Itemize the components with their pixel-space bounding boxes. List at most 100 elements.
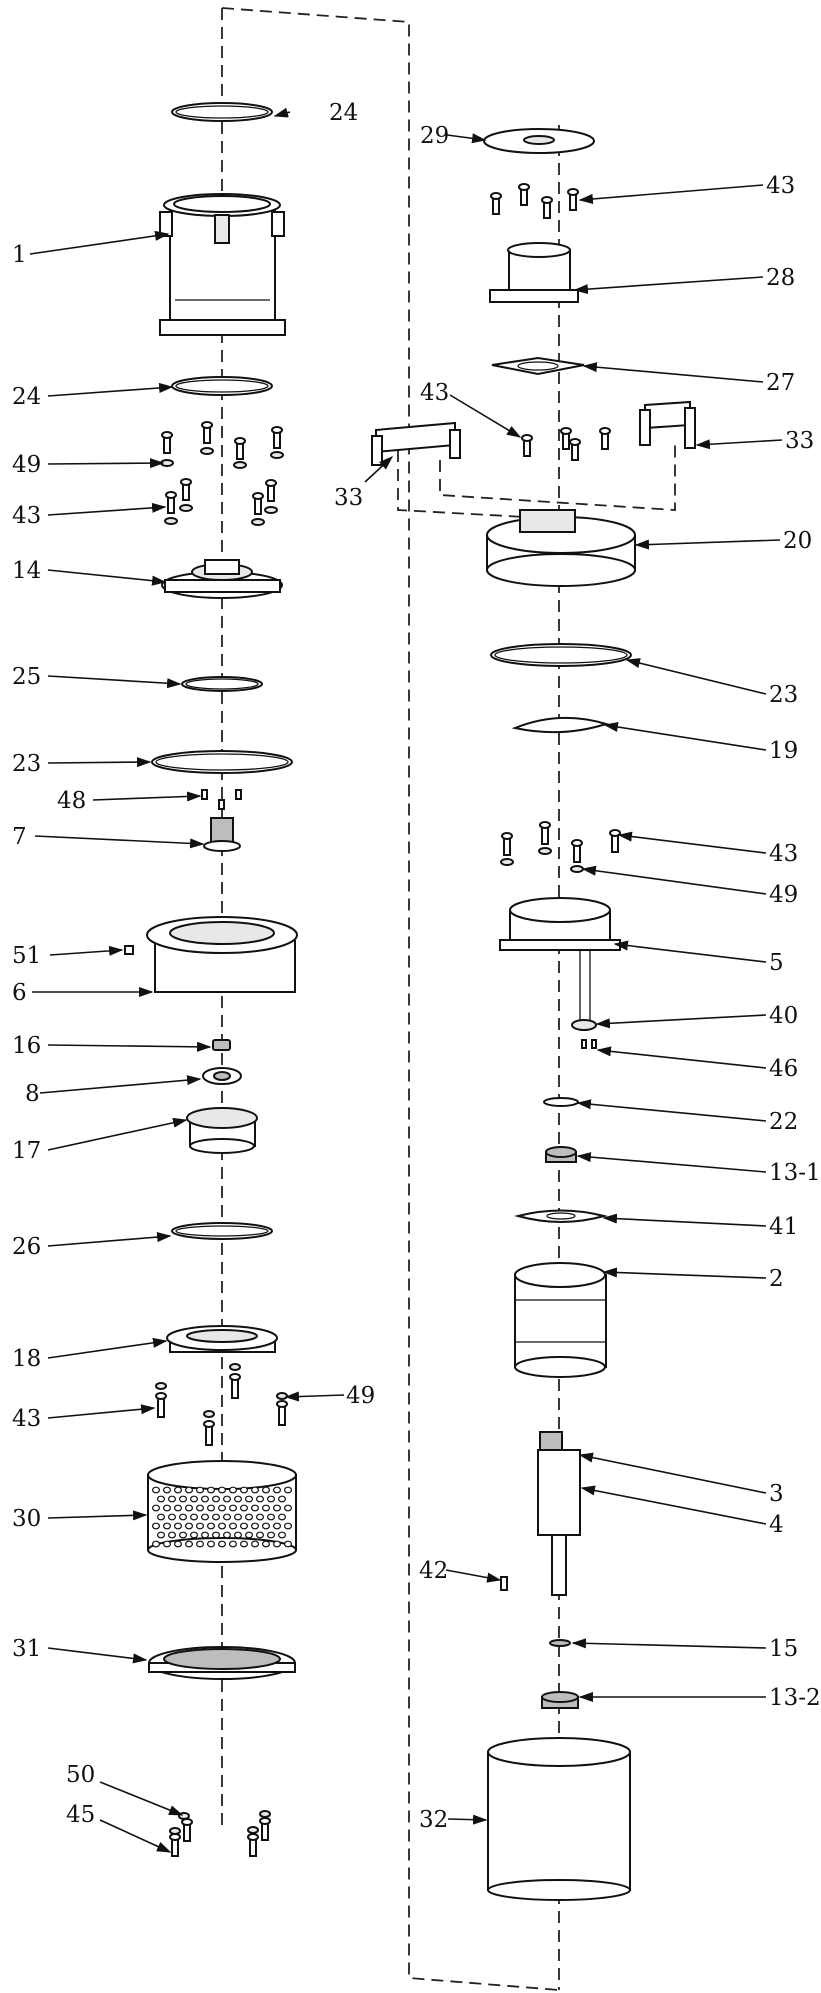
label-16: 16 bbox=[12, 1033, 41, 1059]
label-23-right: 23 bbox=[769, 682, 798, 708]
strainer-hole bbox=[152, 1486, 161, 1494]
label-24-mid: 24 bbox=[12, 384, 41, 410]
strainer-hole bbox=[284, 1522, 293, 1530]
part-24-oring-middle bbox=[171, 376, 273, 396]
label-49-lower: 49 bbox=[346, 1383, 375, 1409]
strainer-hole bbox=[267, 1531, 276, 1539]
label-23-left: 23 bbox=[12, 751, 41, 777]
assembly-path-lines bbox=[221, 7, 676, 1991]
strainer-hole bbox=[207, 1540, 216, 1548]
label-49-upper: 49 bbox=[12, 452, 41, 478]
part-46-pin bbox=[581, 1039, 597, 1049]
part-24-oring-top bbox=[171, 102, 273, 122]
label-48: 48 bbox=[57, 788, 86, 814]
part-16-nut bbox=[212, 1039, 231, 1051]
strainer-hole bbox=[163, 1486, 172, 1494]
label-18: 18 bbox=[12, 1346, 41, 1372]
strainer-holes bbox=[152, 1486, 293, 1548]
strainer-hole bbox=[152, 1540, 161, 1548]
part-30-strainer bbox=[147, 1460, 297, 1563]
label-30: 30 bbox=[12, 1506, 41, 1532]
part-13-2-bearing bbox=[541, 1691, 579, 1709]
strainer-hole bbox=[168, 1495, 177, 1503]
label-5: 5 bbox=[769, 950, 784, 976]
label-25: 25 bbox=[12, 664, 41, 690]
strainer-hole bbox=[196, 1504, 205, 1512]
label-15: 15 bbox=[769, 1636, 798, 1662]
part-27-gasket bbox=[491, 356, 585, 376]
part-33-bracket-right bbox=[639, 400, 696, 449]
label-13-1: 13-1 bbox=[769, 1160, 821, 1186]
part-23-oring-large-right bbox=[490, 643, 632, 667]
part-17-impeller bbox=[186, 1107, 258, 1154]
strainer-hole bbox=[256, 1495, 265, 1503]
strainer-hole bbox=[245, 1513, 254, 1521]
label-28: 28 bbox=[766, 265, 795, 291]
label-2: 2 bbox=[769, 1266, 784, 1292]
part-20-motor-top-cover bbox=[486, 509, 636, 587]
strainer-hole bbox=[185, 1486, 194, 1494]
strainer-hole bbox=[207, 1486, 216, 1494]
strainer-hole bbox=[185, 1504, 194, 1512]
strainer-hole bbox=[168, 1531, 177, 1539]
strainer-hole bbox=[190, 1513, 199, 1521]
label-13-2: 13-2 bbox=[769, 1685, 821, 1711]
strainer-hole bbox=[262, 1522, 271, 1530]
strainer-hole bbox=[234, 1495, 243, 1503]
strainer-hole bbox=[157, 1531, 166, 1539]
strainer-hole bbox=[240, 1522, 249, 1530]
label-6: 6 bbox=[12, 980, 27, 1006]
strainer-hole bbox=[190, 1495, 199, 1503]
strainer-hole bbox=[179, 1531, 188, 1539]
bolt-group-43-mid-right bbox=[521, 427, 611, 461]
strainer-hole bbox=[278, 1531, 287, 1539]
strainer-hole bbox=[168, 1513, 177, 1521]
strainer-hole bbox=[234, 1513, 243, 1521]
strainer-hole bbox=[267, 1513, 276, 1521]
part-32-motor-can bbox=[487, 1737, 631, 1901]
strainer-hole bbox=[251, 1486, 260, 1494]
bolt-group-upper-left bbox=[160, 421, 284, 526]
label-43-lower-right: 43 bbox=[769, 841, 798, 867]
strainer-hole bbox=[234, 1531, 243, 1539]
part-28-cable-gland bbox=[489, 242, 579, 303]
label-46: 46 bbox=[769, 1056, 798, 1082]
bolt-group-bottom-left bbox=[169, 1810, 271, 1857]
part-22-clip bbox=[543, 1097, 579, 1107]
bolt-group-43-top-right bbox=[490, 183, 579, 219]
strainer-hole bbox=[284, 1486, 293, 1494]
strainer-hole bbox=[163, 1504, 172, 1512]
strainer-hole bbox=[201, 1531, 210, 1539]
label-8: 8 bbox=[25, 1081, 40, 1107]
strainer-hole bbox=[218, 1540, 227, 1548]
strainer-hole bbox=[218, 1504, 227, 1512]
strainer-hole bbox=[273, 1522, 282, 1530]
strainer-hole bbox=[273, 1540, 282, 1548]
strainer-hole bbox=[212, 1531, 221, 1539]
label-4: 4 bbox=[769, 1512, 784, 1538]
label-1: 1 bbox=[12, 242, 27, 268]
strainer-hole bbox=[207, 1504, 216, 1512]
part-18-inlet-plate bbox=[166, 1325, 278, 1353]
label-43-mid-right: 43 bbox=[420, 380, 449, 406]
callouts-left: 24 1 24 49 43 14 25 23 48 7 51 6 16 8 17… bbox=[12, 100, 375, 1853]
strainer-hole bbox=[218, 1522, 227, 1530]
label-29: 29 bbox=[420, 123, 449, 149]
part-5-bearing-housing bbox=[499, 897, 621, 1020]
strainer-hole bbox=[152, 1504, 161, 1512]
part-31-base-plate bbox=[148, 1646, 296, 1680]
strainer-hole bbox=[240, 1504, 249, 1512]
strainer-hole bbox=[284, 1540, 293, 1548]
strainer-hole bbox=[212, 1513, 221, 1521]
strainer-hole bbox=[174, 1540, 183, 1548]
strainer-hole bbox=[273, 1504, 282, 1512]
strainer-hole bbox=[240, 1540, 249, 1548]
label-33-right: 33 bbox=[785, 428, 814, 454]
part-33-bracket-left bbox=[371, 421, 461, 466]
part-2-stator bbox=[514, 1262, 607, 1378]
strainer-hole bbox=[251, 1522, 260, 1530]
strainer-hole bbox=[157, 1495, 166, 1503]
strainer-hole bbox=[262, 1486, 271, 1494]
part-14-upper-bearing-plate bbox=[161, 559, 283, 599]
part-23-oring-large-left bbox=[151, 750, 293, 774]
